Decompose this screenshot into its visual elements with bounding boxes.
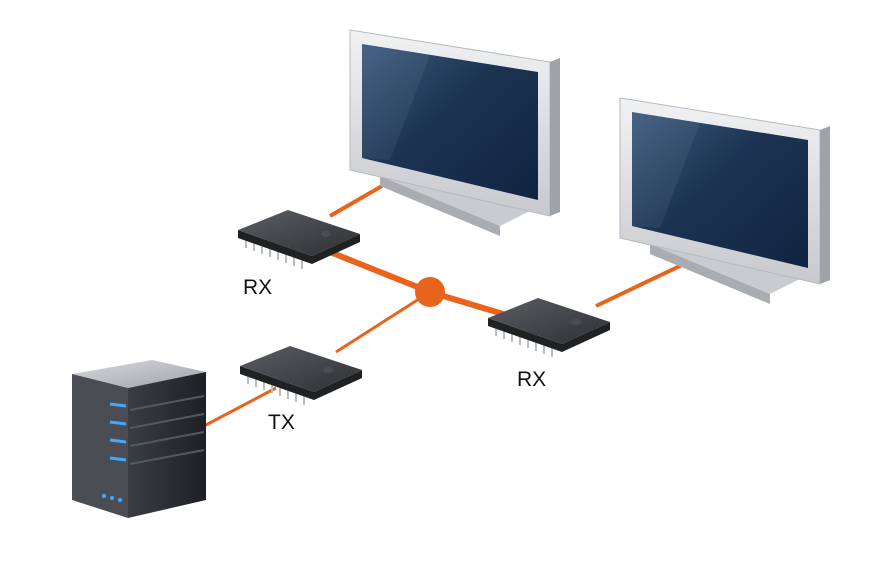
link-server-tx	[203, 386, 277, 428]
link-rx1-display1	[329, 184, 383, 218]
hub-node	[415, 277, 445, 307]
display-1	[349, 29, 561, 237]
link-rx2-display2	[595, 262, 685, 308]
display-2	[619, 97, 831, 305]
link-rx1-hub	[328, 249, 432, 295]
label-tx: TX	[268, 411, 295, 434]
link-tx-hub	[335, 290, 431, 354]
chip-rx-2	[487, 297, 611, 358]
chip-rx-1	[237, 209, 361, 270]
server-icon	[72, 360, 206, 518]
label-rx-1: RX	[243, 276, 273, 299]
label-rx-2: RX	[517, 368, 547, 391]
